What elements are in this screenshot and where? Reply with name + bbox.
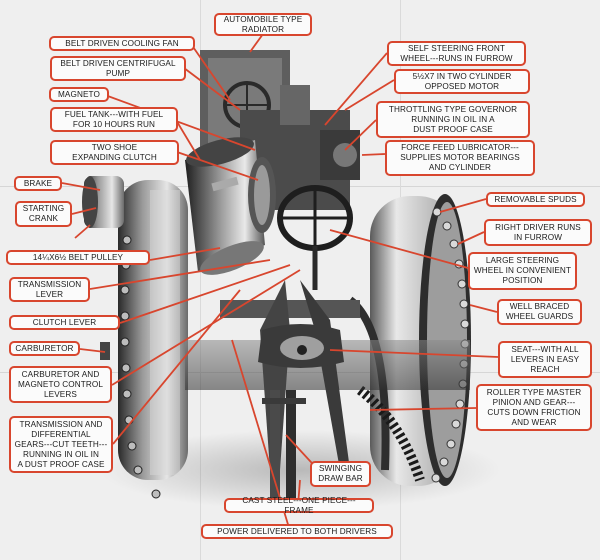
steering-wheel bbox=[277, 185, 353, 290]
callout-belt-pulley: 14¼X6½ BELT PULLEY bbox=[6, 250, 150, 265]
callout-expanding-clutch: TWO SHOE EXPANDING CLUTCH bbox=[50, 140, 179, 165]
paper-fold-vertical bbox=[200, 0, 201, 560]
callout-radiator: AUTOMOBILE TYPE RADIATOR bbox=[214, 13, 312, 36]
callout-master-pinion: ROLLER TYPE MASTER PINION AND GEAR--- CU… bbox=[476, 384, 592, 431]
callout-carburetor: CARBURETOR bbox=[9, 341, 80, 356]
seat bbox=[258, 324, 344, 368]
callout-clutch-lever: CLUTCH LEVER bbox=[9, 315, 120, 330]
callout-cast-steel-frame: CAST STEEL---ONE PIECE---FRAME bbox=[224, 496, 374, 515]
callout-swinging-draw-bar: SWINGING DRAW BAR bbox=[310, 461, 371, 487]
left-drive-wheel bbox=[118, 180, 188, 480]
callout-power-delivery: POWER DELIVERED TO BOTH DRIVERS bbox=[201, 524, 393, 539]
callout-self-steering-wheel: SELF STEERING FRONT WHEEL---RUNS IN FURR… bbox=[387, 41, 526, 66]
callout-centrifugal-pump: BELT DRIVEN CENTRIFUGAL PUMP bbox=[50, 56, 186, 81]
expanding-clutch bbox=[248, 157, 276, 233]
left-wheel-spuds bbox=[120, 235, 161, 499]
carburetor-part bbox=[100, 342, 110, 360]
callout-removable-spuds: REMOVABLE SPUDS bbox=[486, 192, 585, 207]
callout-large-steering-wheel: LARGE STEERING WHEEL IN CONVENIENT POSIT… bbox=[468, 252, 577, 290]
callout-starting-crank: STARTING CRANK bbox=[15, 201, 72, 227]
callout-transmission-lever: TRANSMISSION LEVER bbox=[9, 277, 90, 302]
belt-pulley bbox=[82, 176, 124, 228]
callout-fuel-tank: FUEL TANK---WITH FUEL FOR 10 HOURS RUN bbox=[50, 107, 178, 132]
callout-control-levers: CARBURETOR AND MAGNETO CONTROL LEVERS bbox=[9, 366, 112, 403]
callout-seat: SEAT---WITH ALL LEVERS IN EASY REACH bbox=[498, 341, 592, 378]
callout-brake: BRAKE bbox=[14, 176, 62, 191]
callout-cooling-fan: BELT DRIVEN COOLING FAN bbox=[49, 36, 195, 51]
callout-force-feed-lubricator: FORCE FEED LUBRICATOR--- SUPPLIES MOTOR … bbox=[385, 140, 535, 176]
callout-magneto: MAGNETO bbox=[49, 87, 109, 102]
callout-right-driver: RIGHT DRIVER RUNS IN FURROW bbox=[484, 219, 592, 246]
leader-lines bbox=[61, 33, 499, 532]
callout-transmission-gears: TRANSMISSION AND DIFFERENTIAL GEARS---CU… bbox=[9, 416, 113, 473]
draw-bar bbox=[262, 390, 306, 500]
callout-wheel-guards: WELL BRACED WHEEL GUARDS bbox=[497, 299, 582, 325]
callout-governor: THROTTLING TYPE GOVERNOR RUNNING IN OIL … bbox=[376, 101, 530, 138]
fuel-tank bbox=[185, 137, 265, 275]
callout-two-cylinder-motor: 5½X7 IN TWO CYLINDER OPPOSED MOTOR bbox=[394, 69, 530, 94]
